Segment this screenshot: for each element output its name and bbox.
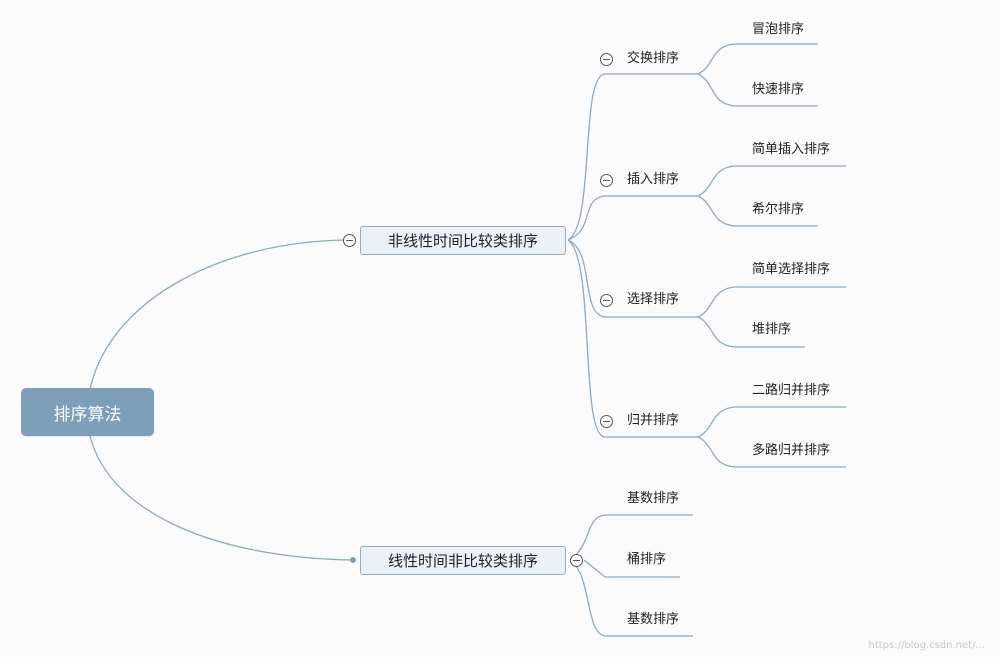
branch-label-linear: 线性时间非比较类排序 <box>387 552 538 570</box>
leaf-label[interactable]: 简单选择排序 <box>752 262 831 277</box>
collapse-icon-linear[interactable] <box>570 554 583 567</box>
leaf-label[interactable]: 桶排序 <box>627 552 667 567</box>
leaf-label[interactable]: 希尔排序 <box>752 202 805 217</box>
leaf-label[interactable]: 基数排序 <box>627 491 680 506</box>
leaf-label[interactable]: 简单插入排序 <box>752 142 831 157</box>
root-label: 排序算法 <box>53 404 122 425</box>
branch-node-nonlinear[interactable]: 非线性时间比较类排序 <box>360 226 566 255</box>
leaf-label[interactable]: 冒泡排序 <box>752 22 805 37</box>
branch-node-linear[interactable]: 线性时间非比较类排序 <box>360 546 566 575</box>
leaf-label[interactable]: 基数排序 <box>627 612 680 627</box>
group-label-merge[interactable]: 归并排序 <box>627 413 680 428</box>
leaf-label[interactable]: 堆排序 <box>752 322 792 337</box>
collapse-icon-nonlinear[interactable] <box>343 234 356 247</box>
root-node[interactable]: 排序算法 <box>21 388 154 436</box>
group-label-select[interactable]: 选择排序 <box>627 292 680 307</box>
collapse-icon-select[interactable] <box>600 294 613 307</box>
leaf-label[interactable]: 多路归并排序 <box>752 443 831 458</box>
group-label-exchange[interactable]: 交换排序 <box>627 51 680 66</box>
leaf-label[interactable]: 二路归并排序 <box>752 383 831 398</box>
collapse-icon-exchange[interactable] <box>600 53 613 66</box>
connector-dot <box>350 557 356 563</box>
group-label-insert[interactable]: 插入排序 <box>627 172 680 187</box>
branch-label-nonlinear: 非线性时间比较类排序 <box>387 232 538 250</box>
collapse-icon-merge[interactable] <box>600 415 613 428</box>
collapse-icon-insert[interactable] <box>600 174 613 187</box>
leaf-label[interactable]: 快速排序 <box>752 82 805 97</box>
watermark: https://blog.csdn.net/... <box>868 640 985 651</box>
